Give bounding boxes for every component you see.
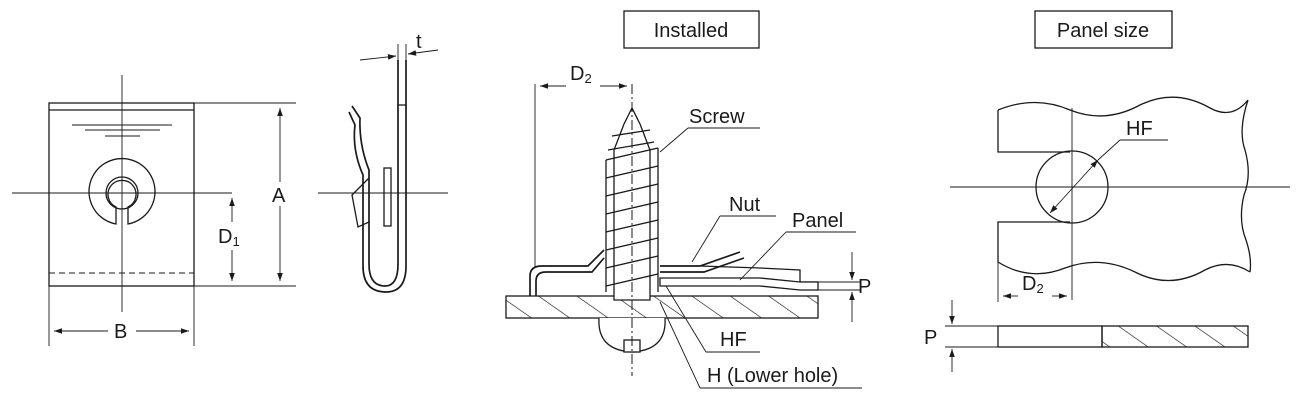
front-view: A D1 B <box>12 75 296 346</box>
panel-section <box>997 325 1249 348</box>
panel-label: Panel <box>792 210 843 232</box>
dimension-t: t <box>359 31 439 61</box>
installed-dimension-p: P <box>818 252 871 322</box>
installed-dimension-p-label: P <box>858 276 871 298</box>
panel-outline <box>997 96 1252 282</box>
installed-dimension-d2-label: D2 <box>570 63 592 86</box>
installed-dimension-d2: D2 <box>534 63 627 268</box>
panel-dimension-d2-label: D2 <box>1022 273 1044 296</box>
dimension-a: A <box>194 102 296 287</box>
panel-dimension-p-label: P <box>924 327 937 349</box>
installed-title-box: Installed <box>623 10 760 49</box>
dimension-d1-label: D1 <box>218 226 240 249</box>
panel-hf-dimension: HF <box>1049 118 1168 214</box>
upper-panel <box>659 277 819 291</box>
screw-shank <box>605 106 659 301</box>
nut-label: Nut <box>729 194 761 216</box>
nut-callout: Nut <box>691 194 776 263</box>
dimension-t-label: t <box>416 31 422 53</box>
installed-hf-label: HF <box>720 329 747 351</box>
clip-front-outline <box>48 102 195 287</box>
nut-clip <box>529 249 818 296</box>
dimension-b: B <box>48 286 195 346</box>
panel-hf-label: HF <box>1126 118 1153 140</box>
panel-dimension-p: P <box>924 300 998 372</box>
panel-size-title: Panel size <box>1057 20 1149 42</box>
clip-side-profile <box>348 60 407 293</box>
lower-hole-label: H (Lower hole) <box>707 365 838 387</box>
installed-view: Installed <box>505 10 871 389</box>
installed-title: Installed <box>654 20 729 42</box>
panel-size-view: Panel size HF D2 <box>924 10 1290 372</box>
screw-callout: Screw <box>659 106 760 153</box>
front-centerlines <box>12 75 232 312</box>
panel-size-title-box: Panel size <box>1034 10 1173 49</box>
side-view: t <box>318 31 448 293</box>
panel-dimension-d2: D2 <box>997 262 1067 302</box>
dimension-a-label: A <box>272 185 286 207</box>
hf-callout: HF <box>665 285 760 353</box>
panel-callout: Panel <box>739 210 856 281</box>
lower-hole-callout: H (Lower hole) <box>659 301 862 389</box>
dimension-d1: D1 <box>218 198 240 281</box>
screw-label: Screw <box>689 106 745 128</box>
dimension-b-label: B <box>114 321 127 343</box>
